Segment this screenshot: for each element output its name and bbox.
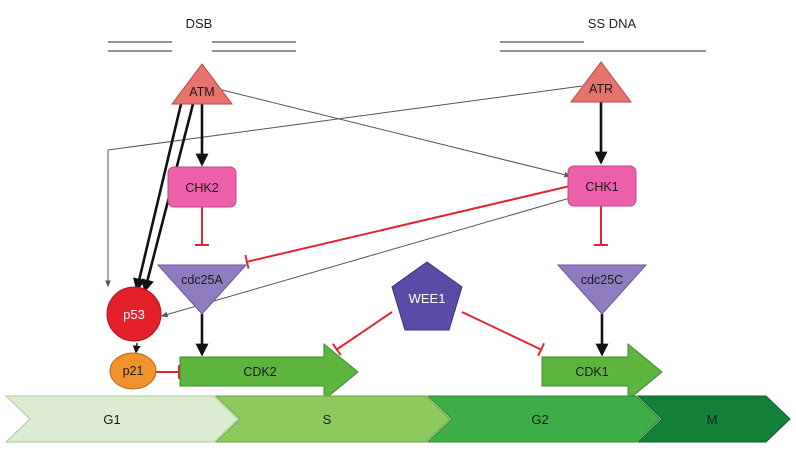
wee1-node: WEE1 [391,261,463,331]
cdc25c-label: cdc25C [581,273,623,287]
p21-label: p21 [123,364,144,378]
cdk1-label: CDK1 [575,365,608,379]
p21-node: p21 [109,352,157,390]
phase-g2-label: G2 [531,412,548,427]
p53-label: p53 [123,307,145,322]
atr-label: ATR [589,82,613,96]
phase-s-label: S [323,412,332,427]
phase-g1-label: G1 [103,412,120,427]
phase-m-label: M [707,412,718,427]
dsb-label: DSB [186,16,213,31]
arrow-atm-to-chk1 [221,89,572,178]
inhibit-wee1-cdk1 [461,311,546,357]
atm-node: ATM [171,63,233,105]
thick-arrows [133,102,609,357]
arrow-atm-to-p53-a [133,103,183,292]
cdk1-node: CDK1 [541,342,663,402]
thin-arrows [105,85,583,318]
inhibit-chk1-cdc25a [244,185,571,269]
ssdna-label: SS DNA [588,16,637,31]
cdc25a-node: cdc25A [156,264,248,315]
chk2-label: CHK2 [185,181,218,195]
atm-label: ATM [189,85,214,99]
chk1-label: CHK1 [585,180,618,194]
arrow-chk1-to-p53 [160,197,571,318]
p53-node: p53 [106,286,162,342]
phase-m: M [636,395,791,443]
inhibit-wee1-cdk2 [332,311,393,356]
cdc25a-label: cdc25A [181,273,223,287]
cdc25c-node: cdc25C [556,264,648,315]
arrow-atr-to-p53 [105,85,583,288]
phase-g1: G1 [4,395,239,443]
chk1-node: CHK1 [567,165,637,207]
inhibition-lines [156,185,608,379]
cdk2-node: CDK2 [179,342,359,402]
phase-g2: G2 [426,395,661,443]
phase-s: S [214,395,451,443]
cdk2-label: CDK2 [243,365,276,379]
chk2-node: CHK2 [167,166,237,208]
dsb-dna-lines [108,41,296,52]
wee1-label: WEE1 [409,291,446,306]
phase-bar: G1 S G2 M [4,395,791,443]
arrow-p53-to-p21 [132,342,141,354]
ssdna-lines [500,41,706,52]
atr-node: ATR [570,61,632,103]
